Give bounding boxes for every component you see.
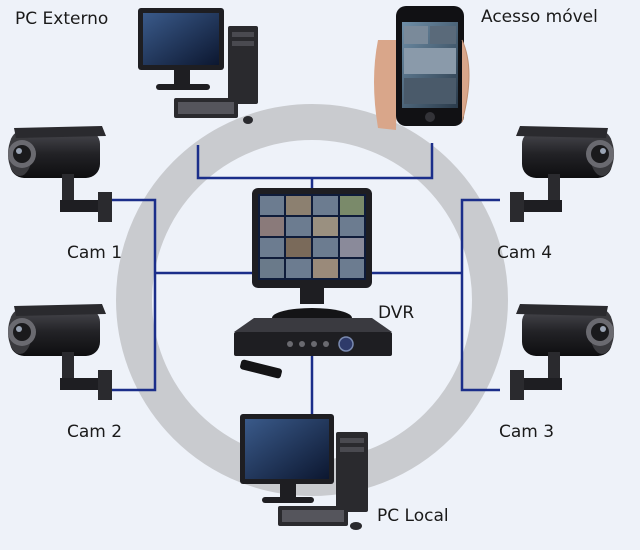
smartphone-icon xyxy=(374,6,470,130)
label-pc-externo: PC Externo xyxy=(15,9,109,29)
connection-lines xyxy=(112,143,500,416)
label-cam1: Cam 1 xyxy=(67,243,123,263)
pc-externo-icon xyxy=(138,8,258,124)
label-cam4: Cam 4 xyxy=(497,243,553,263)
cam3-icon xyxy=(510,304,614,400)
cam1-icon xyxy=(8,126,112,222)
label-acesso-movel: Acesso móvel xyxy=(481,7,598,27)
label-dvr: DVR xyxy=(378,303,415,323)
cam4-icon xyxy=(510,126,614,222)
dvr-icon xyxy=(234,188,392,379)
label-cam2: Cam 2 xyxy=(67,422,123,442)
cam2-icon xyxy=(8,304,112,400)
label-pc-local: PC Local xyxy=(377,506,449,526)
label-cam3: Cam 3 xyxy=(499,422,555,442)
pc-local-icon xyxy=(240,414,368,530)
